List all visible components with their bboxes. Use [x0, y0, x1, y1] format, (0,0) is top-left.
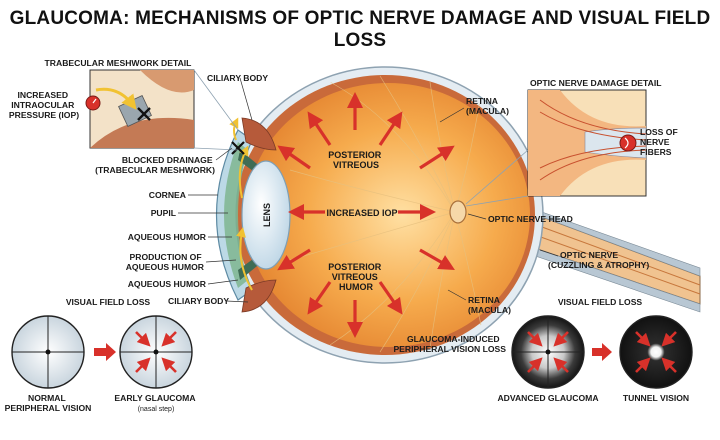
optic-detail-label: OPTIC NERVE DAMAGE DETAIL — [530, 78, 661, 88]
loss-nerve-fibers-label: LOSS OF NERVE FIBERS — [640, 127, 680, 157]
cornea-label: CORNEA — [149, 190, 186, 200]
diagram-title: GLAUCOMA: MECHANISMS OF OPTIC NERVE DAMA… — [9, 8, 711, 51]
progression-arrow-left — [94, 343, 116, 361]
progression-arrow-right — [592, 343, 612, 361]
normal-label: NORMAL PERIPHERAL VISION — [5, 393, 92, 413]
posterior-vitreous-label: POSTERIOR VITREOUS — [328, 150, 384, 170]
production-label: PRODUCTION OF AQUEOUS HUMOR — [126, 252, 205, 272]
ciliary-body-bottom-label: CILIARY BODY — [168, 296, 229, 306]
advanced-glaucoma-label: ADVANCED GLAUCOMA — [497, 393, 598, 403]
aqueous-humor-label-2: AQUEOUS HUMOR — [128, 279, 207, 289]
tunnel-vision-label: TUNNEL VISION — [623, 393, 689, 403]
retina-bottom-label: RETINA (MACULA) — [468, 295, 511, 315]
visual-field-loss-left-label: VISUAL FIELD LOSS — [66, 297, 151, 307]
optic-nerve-label: OPTIC NERVE (CUZZLING & ATROPHY) — [548, 250, 649, 270]
posterior-humor-label: POSTERIOR VITREOUS HUMOR — [328, 262, 384, 292]
tunnel-vision-field-chart — [619, 315, 693, 389]
ciliary-body-top-label: CILIARY BODY — [207, 73, 268, 83]
lens-label: LENS — [262, 203, 272, 227]
ciliary-body-top — [241, 117, 277, 151]
optic-nerve-head — [449, 200, 467, 224]
visual-field-loss-right-label: VISUAL FIELD LOSS — [558, 297, 643, 307]
glaucoma-induced-label: GLAUCOMA-INDUCED PERIPHERAL VISION LOSS — [393, 334, 506, 354]
blocked-drainage-icon — [231, 141, 245, 155]
trabecular-detail-label: TRABECULAR MESHWORK DETAIL — [45, 58, 192, 68]
advanced-glaucoma-field-chart — [511, 315, 585, 389]
increased-iop-label: INCREASED IOP — [326, 208, 397, 218]
normal-field-chart — [11, 315, 85, 389]
trabecular-blocked-icon — [137, 107, 151, 121]
anterior-chamber — [224, 142, 248, 288]
early-glaucoma-field-chart — [119, 315, 193, 389]
pressure-arrows — [277, 92, 455, 338]
optic-nerve-head-label: OPTIC NERVE HEAD — [488, 214, 573, 224]
retina-top-label: RETINA (MACULA) — [466, 96, 509, 116]
pupil-label: PUPIL — [151, 208, 176, 218]
aqueous-humor-label-1: AQUEOUS HUMOR — [128, 232, 207, 242]
vitreous-body — [246, 83, 530, 347]
early-glaucoma-label: EARLY GLAUCOMA (nasal step) — [114, 393, 197, 413]
iop-label: INCREASED INTRAOCULAR PRESSURE (IOP) — [9, 90, 79, 120]
blocked-drainage-label: BLOCKED DRAINAGE (TRABECULAR MESHWORK) — [95, 155, 215, 175]
